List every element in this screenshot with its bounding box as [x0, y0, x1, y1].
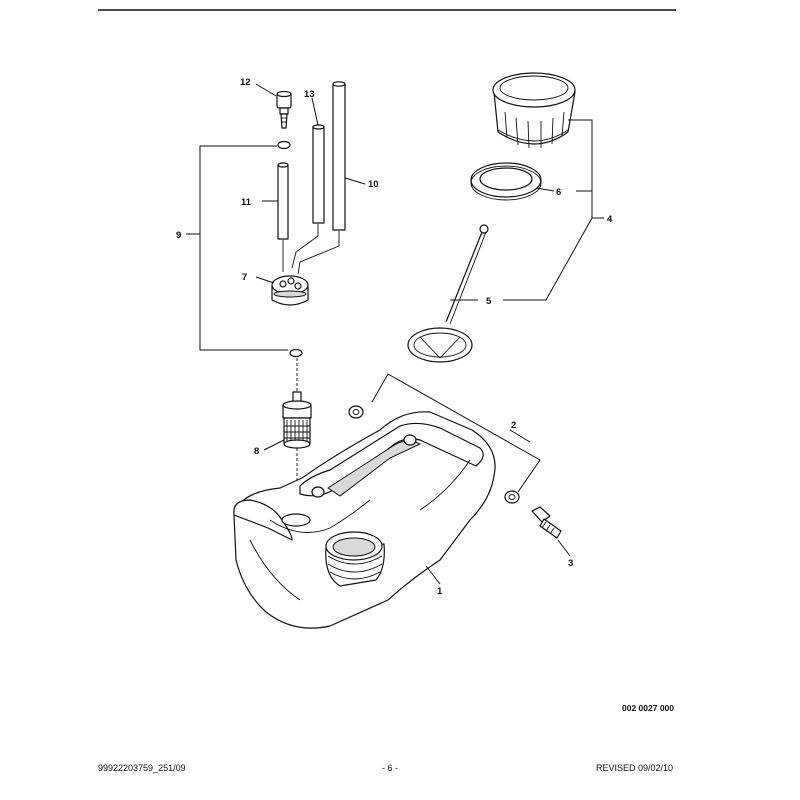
part-11-tube [277, 162, 289, 240]
callout-5: 5 [486, 296, 492, 307]
washer-right [504, 490, 520, 504]
callout-6: 6 [556, 187, 561, 198]
callout-7: 7 [242, 272, 247, 283]
part-10-tube [332, 81, 346, 231]
part-4-cap [492, 72, 576, 149]
callout-1: 1 [437, 586, 443, 597]
part-7-grommet [271, 275, 309, 306]
callout-10: 10 [368, 179, 379, 190]
footer-doc-number: 99922203759_251/09 [98, 763, 186, 773]
callout-4: 4 [607, 214, 613, 225]
part-6-seal-ring [470, 162, 542, 201]
o-ring-lower [289, 348, 303, 358]
part-13-tube [312, 124, 325, 224]
callout-2: 2 [511, 420, 516, 431]
callout-11: 11 [241, 197, 252, 208]
callout-13: 13 [304, 89, 315, 100]
part-1-fuel-tank [233, 411, 496, 629]
callout-9: 9 [176, 230, 181, 241]
drawing-number: 002 0027 000 [622, 703, 674, 713]
part-12-fitting [276, 90, 292, 129]
part-5-strainer [407, 224, 489, 363]
callout-12: 12 [240, 77, 251, 88]
footer-revised-date: REVISED 09/02/10 [596, 763, 674, 773]
o-ring-upper [277, 140, 291, 150]
part-8-fuel-filter [282, 391, 312, 449]
part-3-screw [531, 506, 562, 539]
footer-page-number: - 6 - [382, 763, 399, 773]
washer-left [348, 405, 364, 419]
callout-8: 8 [254, 446, 259, 457]
callout-3: 3 [568, 558, 573, 569]
